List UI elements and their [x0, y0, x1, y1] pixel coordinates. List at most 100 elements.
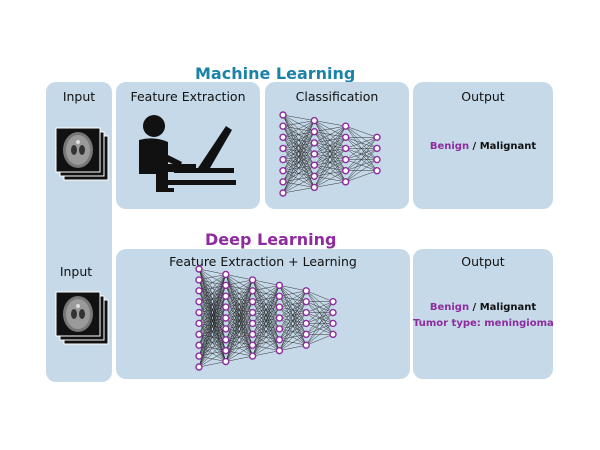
network-edge [345, 137, 378, 171]
network-edge [198, 361, 226, 368]
network-edge [225, 334, 253, 362]
network-node [373, 155, 381, 164]
network-edge [252, 307, 280, 357]
network-node [248, 330, 257, 339]
network-edge [279, 290, 307, 308]
network-edge [282, 120, 315, 127]
network-edge [225, 279, 253, 286]
network-node [279, 144, 287, 153]
network-edge [225, 279, 253, 329]
network-edge [198, 339, 226, 368]
network-node [195, 330, 203, 339]
tumor-type-label: Tumor type: meningioma [413, 318, 554, 329]
person-at-computer-icon [139, 115, 236, 192]
network-edge [282, 120, 315, 160]
network-edge [306, 301, 334, 324]
network-node [222, 270, 230, 279]
network-node [310, 172, 319, 180]
network-node [195, 341, 203, 349]
network-node [248, 276, 257, 284]
network-node [310, 139, 319, 147]
network-node [310, 128, 319, 136]
network-edge [279, 312, 307, 351]
network-node [302, 308, 310, 317]
network-edge [314, 125, 346, 144]
ml-title: Machine Learning [195, 64, 356, 83]
network-edge [225, 290, 253, 362]
network-edge [279, 285, 307, 291]
network-node [302, 330, 310, 339]
network-node [248, 341, 257, 349]
network-edge [198, 274, 227, 368]
network-node [310, 150, 319, 158]
network-edge [198, 274, 226, 324]
network-node [222, 325, 230, 333]
network-edge [198, 274, 227, 335]
network-node [373, 167, 381, 175]
ml-output-result: Benign / Malignant [413, 141, 553, 152]
network-node [279, 189, 287, 197]
mri-stack-icon [55, 127, 109, 181]
neural-network-icon [279, 111, 381, 197]
network-edge [314, 126, 346, 166]
network-node [279, 111, 287, 119]
network-edge [306, 301, 334, 346]
network-edge [252, 328, 280, 357]
network-node [373, 133, 381, 141]
network-node [310, 183, 319, 192]
network-node [341, 155, 350, 164]
neural-network-icon [195, 265, 337, 371]
network-edge [345, 170, 378, 183]
network-edge [314, 170, 346, 188]
network-edge [198, 296, 227, 368]
network-edge [279, 290, 307, 297]
dl-output-result: Benign / Malignant [413, 302, 553, 313]
network-node [195, 363, 203, 371]
benign-label: Benign [429, 302, 470, 313]
network-edge [198, 274, 226, 281]
network-node [195, 352, 203, 360]
dl-title: Deep Learning [205, 230, 337, 249]
network-node [302, 341, 310, 349]
network-node [275, 292, 284, 300]
network-node [275, 336, 284, 344]
malignant-label: Malignant [479, 141, 537, 152]
dl-feature-learning-label: Feature Extraction + Learning [169, 254, 357, 269]
network-edge [314, 137, 346, 188]
network-edge [282, 187, 315, 194]
network-node [279, 133, 287, 141]
network-edge [252, 285, 280, 346]
network-edge [279, 290, 307, 340]
network-edge [314, 181, 346, 188]
network-node [195, 297, 203, 306]
network-edge [225, 301, 253, 362]
network-edge [225, 279, 253, 297]
network-node [248, 287, 257, 295]
network-node [341, 122, 350, 130]
network-edge [225, 323, 253, 362]
network-edge [345, 148, 378, 183]
network-edge [314, 126, 346, 188]
network-edge [198, 285, 227, 368]
network-edge [225, 279, 253, 319]
network-edge [225, 345, 253, 362]
network-node [329, 308, 337, 317]
network-edge [282, 176, 315, 194]
network-edge [225, 279, 253, 351]
network-node [195, 265, 203, 273]
network-edge [345, 137, 378, 182]
network-edge [345, 137, 378, 149]
network-edge [225, 355, 253, 362]
network-node [310, 116, 319, 125]
network-edge [282, 131, 315, 194]
dl-output-box [413, 249, 553, 379]
network-node [279, 155, 287, 164]
network-edge [279, 290, 307, 319]
network-edge [345, 125, 378, 138]
network-edge [279, 334, 307, 351]
ml-input-label: Input [62, 89, 96, 104]
network-node [248, 352, 257, 360]
network-edge [314, 125, 346, 132]
network-edge [252, 285, 280, 291]
network-node [341, 178, 350, 186]
